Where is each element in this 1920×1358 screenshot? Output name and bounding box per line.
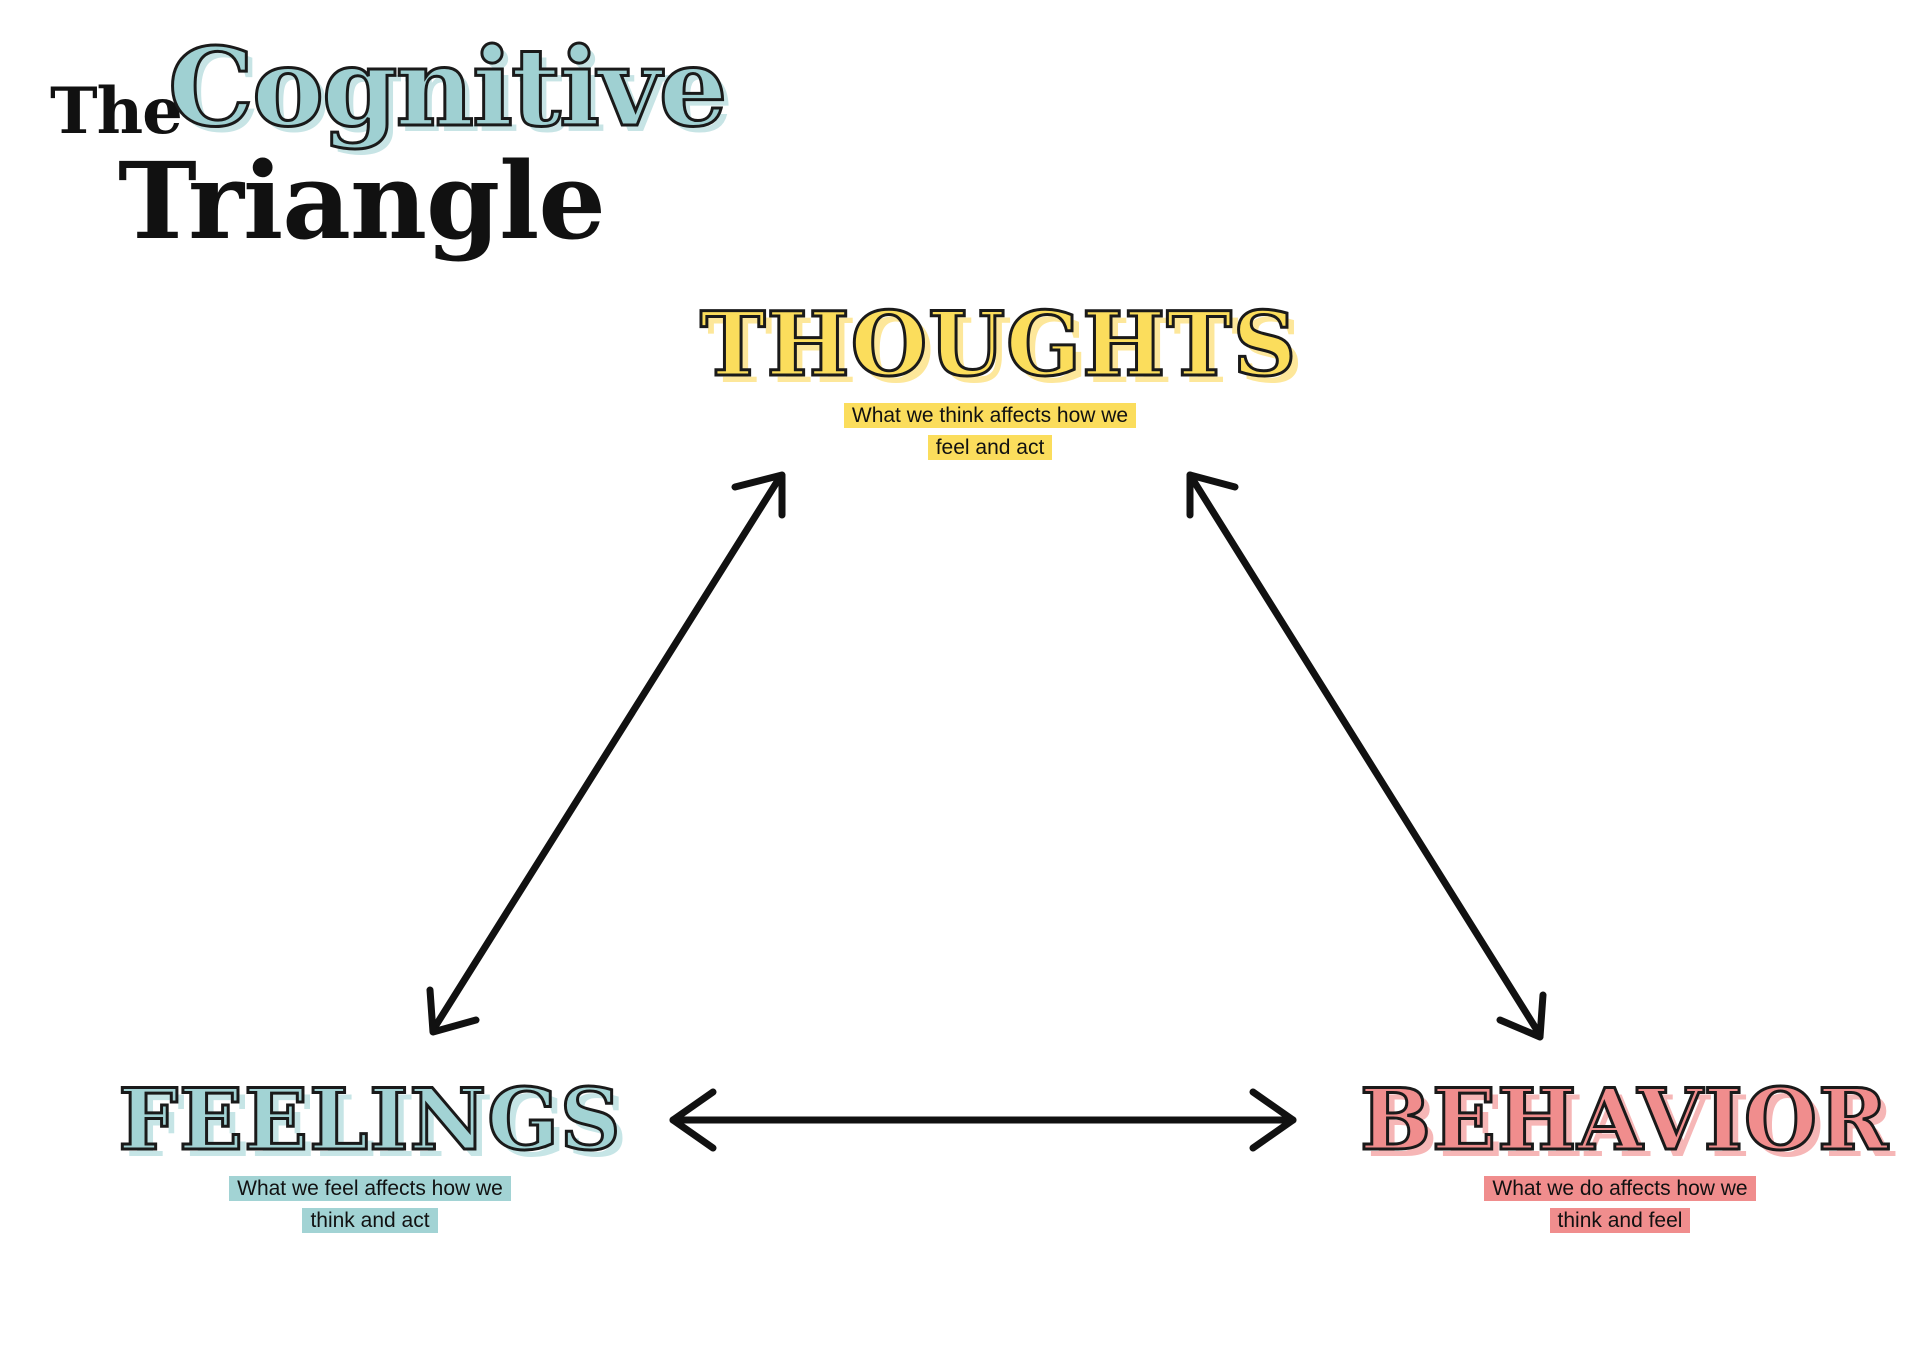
thoughts-desc-line2: feel and act bbox=[927, 435, 1053, 460]
arrowhead-behavior bbox=[1496, 991, 1547, 1041]
title-the: The bbox=[50, 74, 183, 149]
title-cognitive: Cognitive bbox=[166, 25, 728, 151]
arrowhead-thoughts-right bbox=[1186, 471, 1239, 519]
arrowhead-feelings bbox=[426, 986, 480, 1036]
arrow-line-thoughts-behavior bbox=[1186, 471, 1544, 1039]
arrowhead-behavior-right bbox=[1249, 1088, 1297, 1152]
arrow-feelings-behavior bbox=[669, 1088, 1297, 1152]
arrowhead-feelings-left bbox=[669, 1088, 717, 1152]
arrow-thoughts-feelings bbox=[426, 471, 786, 1036]
arrow-thoughts-behavior bbox=[1186, 471, 1547, 1041]
behavior-desc-line1: What we do affects how we bbox=[1484, 1176, 1756, 1201]
arrowhead-thoughts bbox=[731, 471, 786, 519]
feelings-desc-line1: What we feel affects how we bbox=[229, 1176, 511, 1201]
thoughts-desc-line1: What we think affects how we bbox=[843, 403, 1137, 428]
behavior-description: What we do affects how we think and feel bbox=[1410, 1173, 1830, 1237]
feelings-description: What we feel affects how we think and ac… bbox=[160, 1173, 580, 1237]
thoughts-heading: THOUGHTS bbox=[699, 292, 1298, 396]
thoughts-description: What we think affects how we feel and ac… bbox=[780, 400, 1200, 464]
arrow-line-thoughts-feelings bbox=[429, 473, 784, 1034]
feelings-heading: FEELINGS bbox=[117, 1070, 622, 1169]
behavior-desc-line2: think and feel bbox=[1549, 1208, 1691, 1233]
feelings-desc-line2: think and act bbox=[302, 1208, 438, 1233]
title-triangle: Triangle bbox=[118, 138, 606, 263]
behavior-heading: BEHAVIOR bbox=[1359, 1070, 1890, 1169]
